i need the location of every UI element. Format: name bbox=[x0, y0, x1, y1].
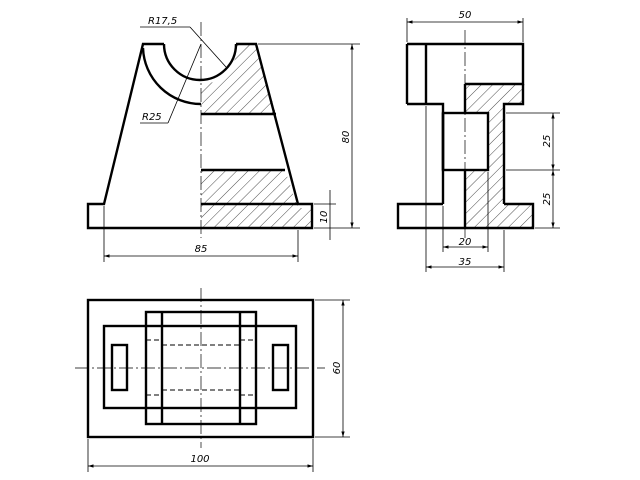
dim-side-lower: 25 bbox=[542, 193, 553, 206]
top-slot-left bbox=[110, 343, 129, 392]
leader-r175 bbox=[189, 26, 227, 68]
dim-front-height: 80 bbox=[341, 131, 352, 144]
dim-side-bottom: 35 bbox=[459, 257, 472, 268]
front-section-hatch-top bbox=[201, 44, 276, 114]
front-arc-small bbox=[162, 43, 238, 82]
top-slot-right bbox=[271, 343, 290, 392]
dim-r-large: R25 bbox=[142, 112, 162, 123]
dim-front-base-width: 85 bbox=[195, 244, 208, 255]
dim-side-upper: 25 bbox=[542, 135, 553, 148]
side-section-hatch-lower bbox=[465, 170, 533, 228]
top-middle-rect bbox=[102, 324, 298, 410]
top-view: 60 100 bbox=[75, 288, 350, 472]
top-outer-rect bbox=[86, 298, 315, 439]
side-section-hatch-middle bbox=[488, 113, 504, 170]
front-section-hatch-bottom bbox=[201, 170, 312, 228]
dim-side-inner: 20 bbox=[459, 237, 472, 248]
dim-top-height: 60 bbox=[332, 362, 343, 375]
dim-front-base-height: 10 bbox=[319, 211, 330, 224]
side-left-body bbox=[426, 102, 445, 170]
dim-side-top: 50 bbox=[459, 10, 472, 21]
side-section-hatch-upper bbox=[465, 84, 523, 113]
front-outline-right bbox=[201, 42, 314, 230]
front-view: 80 10 85 R17,5 R25 bbox=[86, 16, 360, 262]
dim-r-small: R17,5 bbox=[148, 16, 177, 27]
front-outline-left bbox=[86, 42, 201, 230]
dim-top-width: 100 bbox=[190, 454, 209, 465]
side-upper-step bbox=[502, 84, 525, 204]
leader-r25 bbox=[167, 43, 202, 124]
side-view: 50 25 25 20 35 bbox=[396, 10, 560, 272]
side-slot-rect bbox=[441, 111, 490, 172]
front-arc-large bbox=[141, 47, 202, 106]
